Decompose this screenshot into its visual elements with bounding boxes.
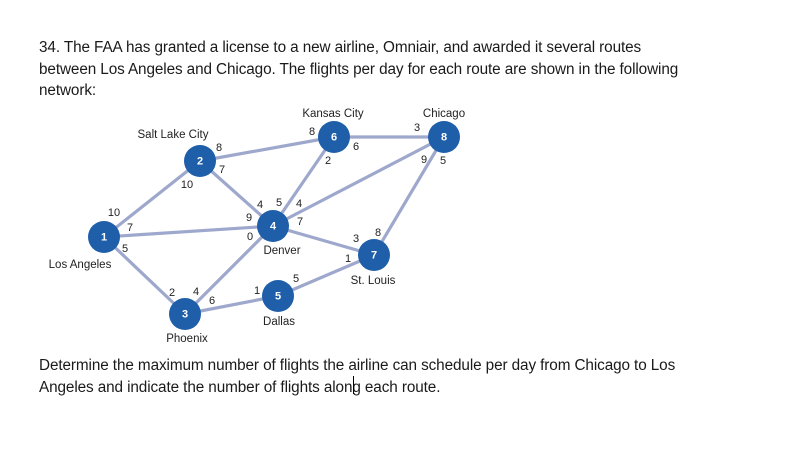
node-2: 2 bbox=[184, 145, 216, 177]
question-line-1: Determine the maximum number of flights … bbox=[39, 357, 676, 374]
node-circle bbox=[257, 210, 289, 242]
route-edge-7-8 bbox=[372, 135, 446, 257]
capacity-4-to-3: 0 bbox=[247, 231, 253, 243]
capacity-7-to-4: 3 bbox=[353, 233, 359, 245]
node-circle bbox=[169, 298, 201, 330]
node-number: 3 bbox=[182, 309, 188, 321]
capacity-5-to-3: 1 bbox=[254, 285, 260, 297]
capacity-8-to-7: 5 bbox=[440, 155, 446, 167]
node-8: 8 bbox=[428, 121, 460, 153]
intro-line-2: between Los Angeles and Chicago. The fli… bbox=[39, 60, 679, 78]
capacity-8-to-6: 3 bbox=[414, 122, 420, 134]
problem-question[interactable]: Determine the maximum number of flights … bbox=[39, 355, 675, 398]
capacity-8-to-4: 9 bbox=[421, 154, 427, 166]
route-edge-2-4 bbox=[198, 159, 275, 228]
capacity-5-to-7: 5 bbox=[293, 273, 299, 285]
city-label-phoenix: Phoenix bbox=[166, 333, 208, 345]
capacity-3-to-1: 2 bbox=[169, 287, 175, 299]
route-edge-1-4 bbox=[102, 224, 275, 239]
capacity-1-to-3: 5 bbox=[122, 243, 128, 255]
city-label-dallas: Dallas bbox=[263, 316, 295, 328]
city-label-st-louis: St. Louis bbox=[351, 275, 396, 287]
capacity-2-to-1: 10 bbox=[181, 179, 193, 191]
capacity-6-to-4: 2 bbox=[325, 155, 331, 167]
capacity-3-to-4: 4 bbox=[193, 286, 199, 298]
city-label-salt-lake-city: Salt Lake City bbox=[138, 129, 209, 141]
capacity-1-to-2: 10 bbox=[108, 207, 120, 219]
route-edge-5-7 bbox=[276, 253, 376, 298]
route-edge-2-6 bbox=[198, 135, 336, 163]
node-3: 3 bbox=[169, 298, 201, 330]
node-number: 6 bbox=[331, 132, 337, 144]
route-edge-4-8 bbox=[271, 135, 446, 228]
capacity-3-to-5: 6 bbox=[209, 295, 215, 307]
node-circle bbox=[262, 280, 294, 312]
capacity-7-to-8: 8 bbox=[375, 227, 381, 239]
capacity-2-to-4: 7 bbox=[219, 164, 225, 176]
node-5: 5 bbox=[262, 280, 294, 312]
route-edge-1-3 bbox=[102, 235, 187, 316]
capacity-4-to-6: 5 bbox=[276, 197, 282, 209]
capacity-4-to-7: 7 bbox=[297, 216, 303, 228]
capacity-2-to-6: 8 bbox=[216, 142, 222, 154]
node-number: 2 bbox=[197, 156, 203, 168]
problem-intro: 34. The FAA has granted a license to a n… bbox=[39, 37, 678, 102]
node-circle bbox=[184, 145, 216, 177]
text-cursor bbox=[353, 376, 354, 394]
city-label-denver: Denver bbox=[263, 245, 300, 257]
capacity-4-to-2: 4 bbox=[257, 199, 263, 211]
route-edge-3-4 bbox=[183, 224, 275, 316]
node-circle bbox=[88, 221, 120, 253]
capacity-4-to-1: 9 bbox=[246, 212, 252, 224]
node-circle bbox=[318, 121, 350, 153]
capacity-4-to-8: 4 bbox=[296, 198, 302, 210]
route-edge-4-7 bbox=[271, 224, 376, 257]
capacity-1-to-4: 7 bbox=[127, 222, 133, 234]
node-number: 8 bbox=[441, 132, 447, 144]
capacity-6-to-8: 6 bbox=[353, 141, 359, 153]
question-line-2: Angeles and indicate the number of fligh… bbox=[39, 378, 441, 396]
node-6: 6 bbox=[318, 121, 350, 153]
node-number: 7 bbox=[371, 250, 377, 262]
node-number: 1 bbox=[101, 232, 107, 244]
capacity-7-to-5: 1 bbox=[345, 253, 351, 265]
city-label-chicago: Chicago bbox=[423, 108, 465, 120]
node-4: 4 bbox=[257, 210, 289, 242]
intro-line-3: network: bbox=[39, 82, 97, 99]
node-1: 1 bbox=[88, 221, 120, 253]
node-circle bbox=[358, 239, 390, 271]
intro-line-1: 34. The FAA has granted a license to a n… bbox=[39, 39, 642, 56]
node-number: 4 bbox=[270, 221, 277, 233]
capacity-6-to-2: 8 bbox=[309, 126, 315, 138]
city-label-kansas-city: Kansas City bbox=[302, 108, 364, 120]
route-edge-4-6 bbox=[271, 135, 336, 228]
node-7: 7 bbox=[358, 239, 390, 271]
node-circle bbox=[428, 121, 460, 153]
node-number: 5 bbox=[275, 291, 281, 303]
city-label-los-angeles: Los Angeles bbox=[49, 259, 112, 271]
route-edge-1-2 bbox=[102, 159, 202, 239]
